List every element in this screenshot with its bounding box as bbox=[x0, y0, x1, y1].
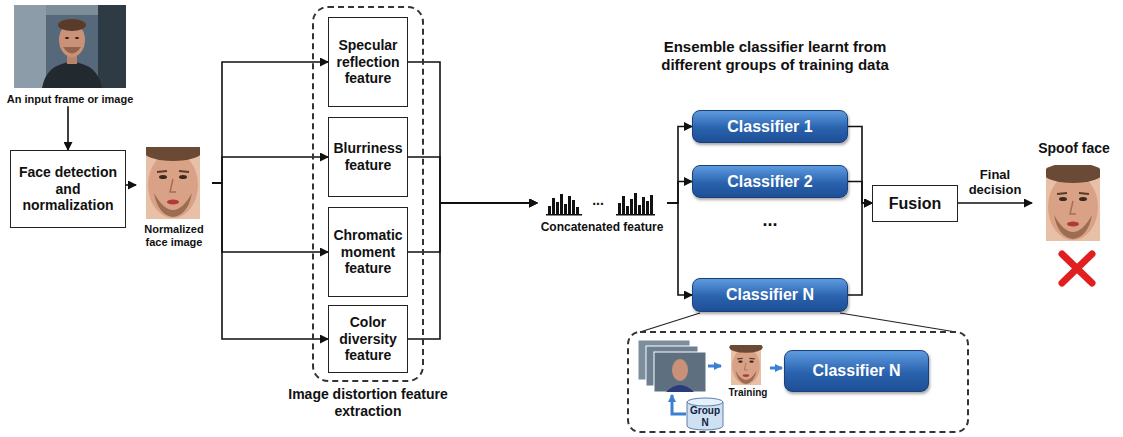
node-text: Classifier 2 bbox=[727, 172, 812, 191]
node-text: Group N bbox=[686, 405, 724, 429]
classifier-box: Classifier 2 bbox=[692, 165, 848, 198]
feature-box: Chromatic moment feature bbox=[328, 207, 408, 297]
node-text: Blurriness feature bbox=[333, 140, 403, 174]
ellipsis: ... bbox=[754, 210, 786, 232]
flow-arrow bbox=[408, 62, 537, 203]
training-frames bbox=[638, 340, 706, 392]
flow-arrow bbox=[667, 182, 692, 204]
caption: An input frame or image bbox=[7, 93, 134, 106]
flow-arrow bbox=[212, 62, 328, 183]
caption: Image distortion feature extraction bbox=[282, 386, 454, 420]
flow-arrow bbox=[848, 203, 872, 295]
flow-arrow bbox=[667, 127, 692, 204]
image-frame: Normalized face image bbox=[136, 145, 212, 249]
flow-arrow bbox=[408, 157, 537, 203]
node-text: Color diversity feature bbox=[333, 314, 403, 364]
flow-arrow bbox=[848, 127, 872, 204]
zoom-leader bbox=[640, 313, 956, 332]
process-box: Face detection and normalization bbox=[10, 150, 126, 228]
node-text: Fusion bbox=[889, 194, 941, 213]
feature-box: Color diversity feature bbox=[328, 305, 408, 373]
flow-arrow bbox=[958, 202, 1032, 204]
image-frame: Spoof face bbox=[1032, 140, 1116, 250]
normalized-face bbox=[143, 141, 203, 219]
feature-bars bbox=[546, 193, 655, 216]
node-text: Face detection and normalization bbox=[15, 164, 121, 214]
ellipsis: ... bbox=[585, 192, 611, 209]
group-caption: Ensemble classifier learnt from differen… bbox=[640, 38, 910, 74]
step-label: Training bbox=[722, 387, 774, 399]
node-text: Chromatic moment feature bbox=[333, 227, 403, 277]
fusion-box: Fusion bbox=[872, 185, 958, 222]
zoom-frame bbox=[628, 332, 968, 432]
caption: Spoof face bbox=[1038, 140, 1110, 157]
flow-arrow bbox=[212, 183, 328, 252]
flow-arrow bbox=[848, 182, 872, 204]
feature-box: Blurriness feature bbox=[328, 117, 408, 197]
flow-arrow bbox=[408, 203, 537, 339]
edge-label: Final decision bbox=[961, 167, 1029, 198]
caption: Concatenated feature bbox=[541, 220, 664, 234]
image-frame: An input frame or image bbox=[4, 3, 136, 106]
flow-arrow bbox=[126, 184, 136, 186]
flow-arrow bbox=[667, 203, 692, 295]
input-photo bbox=[14, 5, 126, 88]
feature-box: Specular reflection feature bbox=[328, 17, 408, 107]
spoof-face-image bbox=[1043, 163, 1103, 241]
database-cylinder: Group N bbox=[686, 397, 724, 431]
cylinder-top bbox=[687, 398, 723, 406]
reject-cross bbox=[1062, 254, 1092, 283]
group-frame: Image distortion feature extractionSpecu… bbox=[312, 6, 424, 382]
classifier-box: Classifier N bbox=[784, 350, 929, 392]
node-text: Classifier N bbox=[812, 361, 900, 380]
flow-arrow bbox=[408, 203, 537, 252]
classifier-box: Classifier N bbox=[692, 278, 848, 312]
training-face bbox=[729, 342, 762, 385]
flow-arrow bbox=[212, 183, 328, 339]
node-text: Classifier 1 bbox=[727, 117, 812, 136]
node-text: Specular reflection feature bbox=[333, 37, 403, 87]
caption: Normalized face image bbox=[136, 223, 212, 249]
flow-arrow bbox=[67, 106, 69, 150]
cylinder-body bbox=[687, 402, 723, 430]
classifier-box: Classifier 1 bbox=[692, 110, 848, 143]
flow-arrow bbox=[212, 157, 328, 183]
node-text: Classifier N bbox=[726, 285, 814, 304]
